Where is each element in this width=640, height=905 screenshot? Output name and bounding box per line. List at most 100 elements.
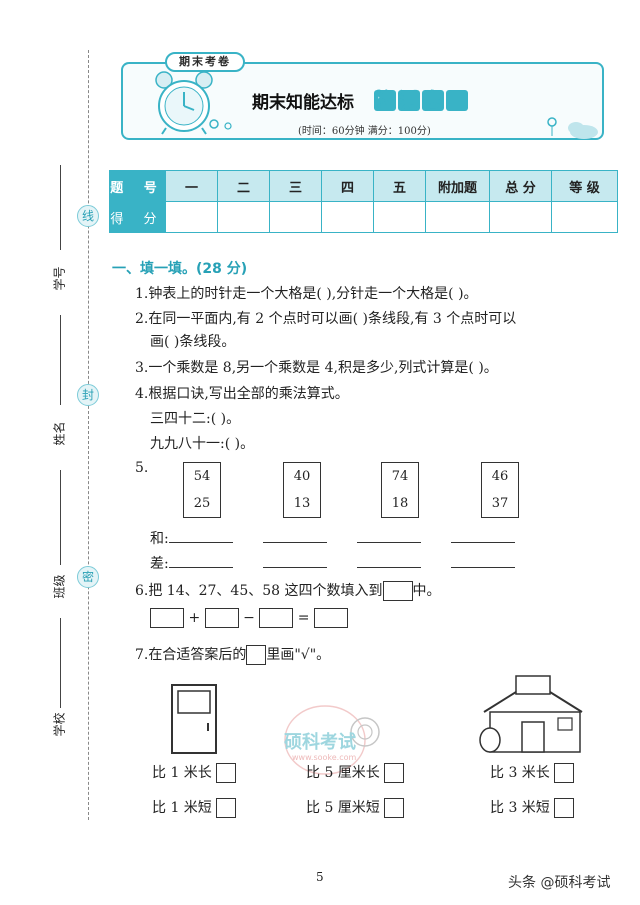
score-header-cell: 四 [321, 170, 374, 202]
plus-sign: + [188, 610, 201, 626]
checkbox[interactable] [216, 763, 237, 783]
score-input-cell[interactable] [425, 201, 490, 233]
question-1: 1.钟表上的时针走一个大格是( ),分针走一个大格是( )。 [135, 286, 478, 302]
option-label: 比 1 米长 [152, 765, 212, 781]
answer-box[interactable] [259, 608, 294, 628]
score-header-cell: 等 级 [551, 170, 618, 202]
answer-box [246, 645, 267, 665]
score-header-cell: 三 [269, 170, 322, 202]
question-4b: 九九八十一:( )。 [150, 436, 255, 452]
class-line [60, 470, 61, 565]
card-top: 40 [293, 469, 311, 484]
question-6-end: 中。 [412, 583, 441, 599]
svg-text:硕科考试: 硕科考试 [284, 731, 356, 753]
question-7-text: 7.在合适答案后的 [135, 647, 247, 663]
seal-secret: 密 [77, 566, 99, 588]
answer-box[interactable] [150, 608, 184, 628]
option-label: 比 3 米短 [490, 800, 550, 816]
question-6: 6.把 14、27、45、58 这四个数填入到 中。 [135, 580, 441, 601]
class-label: 班级 [52, 574, 67, 599]
answer-box[interactable] [204, 608, 239, 628]
question-4a: 三四十二:( )。 [150, 411, 241, 427]
score-header-cell: 总 分 [489, 170, 552, 202]
svg-text:www.sooke.com: www.sooke.com [292, 753, 357, 762]
question-6-text: 6.把 14、27、45、58 这四个数填入到 [135, 583, 383, 599]
footer-brand: 头条 @硕科考试 [508, 875, 611, 891]
seal-line: 线 [77, 205, 99, 227]
name-label: 姓名 [52, 421, 67, 446]
card-top: 46 [491, 469, 509, 484]
answer-blank[interactable] [168, 556, 233, 568]
checkbox[interactable] [384, 798, 405, 818]
accent-char: 检 [374, 90, 396, 112]
score-input-cell[interactable] [269, 201, 322, 233]
score-row-label: 得 分 [109, 201, 166, 233]
name-line [60, 315, 61, 405]
question-7-end: 里画"√"。 [266, 647, 331, 663]
checkbox[interactable] [554, 763, 575, 783]
score-input-cell[interactable] [373, 201, 426, 233]
number-card: 40 13 [283, 462, 321, 518]
answer-blank[interactable] [356, 556, 421, 568]
answer-blank[interactable] [168, 531, 233, 543]
student-id-label: 学号 [52, 266, 67, 291]
score-table: 题 号 一 二 三 四 五 附加题 总 分 等 级 得 分 [109, 170, 618, 233]
option-label: 比 3 米长 [490, 765, 550, 781]
option-door-longer: 比 1 米长 [152, 762, 237, 783]
option-label: 比 5 厘米短 [306, 800, 380, 816]
score-input-cell[interactable] [321, 201, 374, 233]
sum-label: 和: [150, 531, 169, 547]
accent-char: 二 [446, 90, 468, 112]
door-icon [171, 684, 217, 754]
answer-box[interactable] [313, 608, 348, 628]
option-house-shorter: 比 3 米短 [490, 797, 575, 818]
school-line [60, 618, 61, 708]
card-top: 74 [391, 469, 409, 484]
score-header-cell: 五 [373, 170, 426, 202]
answer-blank[interactable] [450, 531, 515, 543]
card-bottom: 13 [293, 496, 311, 511]
option-label: 比 1 米短 [152, 800, 212, 816]
question-4: 4.根据口诀,写出全部的乘法算式。 [135, 386, 349, 402]
option-snail-longer: 比 5 厘米长 [306, 762, 405, 783]
number-card: 46 37 [481, 462, 519, 518]
score-input-cell[interactable] [551, 201, 618, 233]
question-7: 7.在合适答案后的 里画"√"。 [135, 644, 330, 665]
checkbox[interactable] [384, 763, 405, 783]
score-input-cell[interactable] [165, 201, 218, 233]
option-label: 比 5 厘米长 [306, 765, 380, 781]
score-input-cell[interactable] [217, 201, 270, 233]
binding-dashed-line [88, 50, 89, 820]
student-id-line [60, 165, 61, 250]
answer-blank[interactable] [450, 556, 515, 568]
answer-blank[interactable] [356, 531, 421, 543]
score-header-row: 题 号 一 二 三 四 五 附加题 总 分 等 级 [109, 170, 618, 202]
question-2-line1: 2.在同一平面内,有 2 个点时可以画( )条线段,有 3 个点时可以 [135, 311, 517, 327]
card-bottom: 37 [491, 496, 509, 511]
school-label: 学校 [52, 712, 67, 737]
question-5: 5. [135, 460, 149, 476]
answer-blank[interactable] [262, 531, 327, 543]
card-top: 54 [193, 469, 211, 484]
score-value-row: 得 分 [109, 201, 618, 233]
question-2-line2: 画( )条线段。 [150, 334, 236, 350]
answer-box[interactable] [382, 581, 413, 601]
answer-blank[interactable] [262, 556, 327, 568]
score-header-cell: 一 [165, 170, 218, 202]
sum-row: 和: [150, 528, 545, 548]
accent-char: 卷 [422, 90, 444, 112]
question-3: 3.一个乘数是 8,另一个乘数是 4,积是多少,列式计算是( )。 [135, 360, 498, 376]
checkbox[interactable] [554, 798, 575, 818]
checkbox[interactable] [216, 798, 237, 818]
section-heading: 一、填一填。(28 分) [112, 261, 248, 277]
house-icon [479, 675, 583, 753]
page-number: 5 [316, 870, 324, 884]
exam-tag: 期末考卷 [165, 52, 245, 72]
score-input-cell[interactable] [489, 201, 552, 233]
option-door-shorter: 比 1 米短 [152, 797, 237, 818]
minus-sign: − [243, 610, 255, 626]
score-header-cell: 题 号 [109, 170, 166, 202]
option-house-longer: 比 3 米长 [490, 762, 575, 783]
